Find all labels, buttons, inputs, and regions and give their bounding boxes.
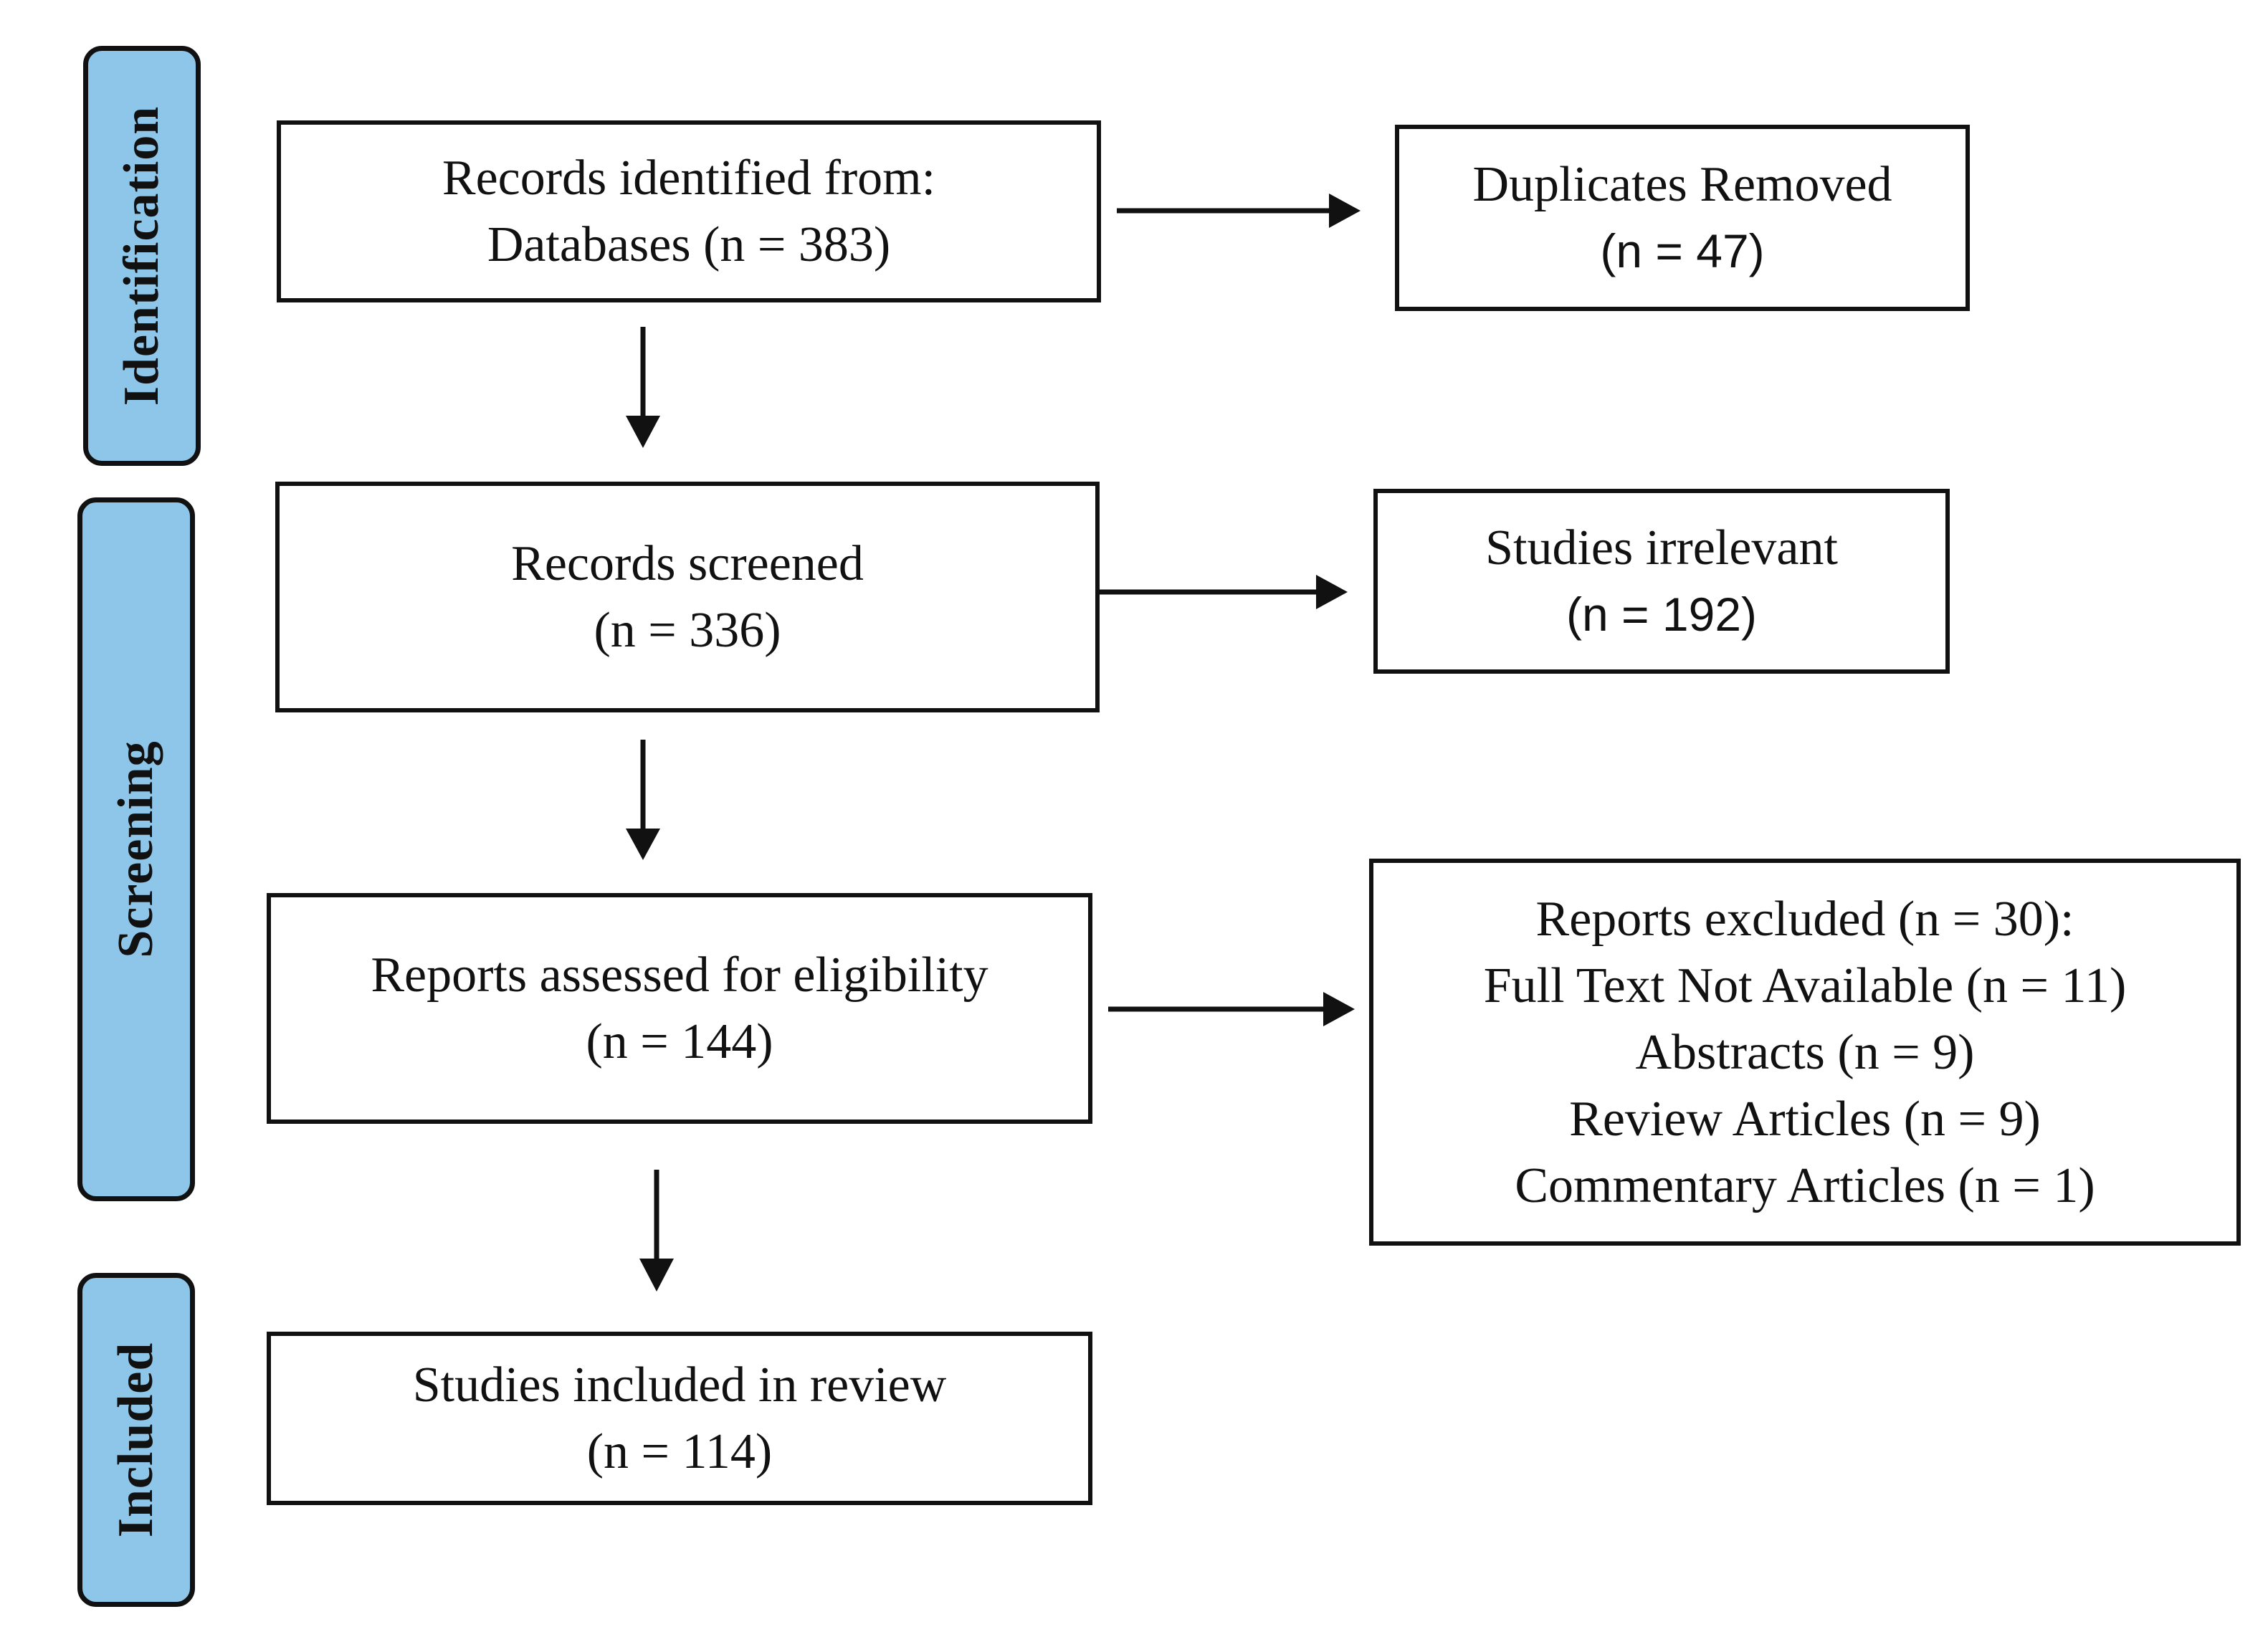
phase-included: Included [77,1273,195,1607]
arrow-down-screened-to-assessed [626,740,660,860]
reports-assessed-count: (n = 144) [586,1014,773,1069]
studies-irrelevant-box: Studies irrelevant (n = 192) [1373,489,1950,674]
reports-assessed-box: Reports assessed for eligibility (n = 14… [267,893,1092,1124]
studies-irrelevant-count: (n = 192) [1566,588,1757,641]
studies-included-heading: Studies included in review [412,1357,947,1413]
arrow-right-to-irrelevant [1100,575,1348,609]
duplicates-removed-count: (n = 47) [1600,224,1765,277]
exclusion-reason-commentary: Commentary Articles (n = 1) [1515,1157,2095,1213]
arrow-right-to-excluded [1108,992,1355,1026]
records-screened-count: (n = 336) [594,603,781,658]
exclusion-reason-review-articles: Review Articles (n = 9) [1569,1091,2041,1147]
studies-included-box: Studies included in review (n = 114) [267,1332,1092,1505]
records-screened-heading: Records screened [511,536,864,591]
records-identified-count: Databases (n = 383) [487,217,891,272]
reports-excluded-heading: Reports excluded (n = 30): [1535,891,2074,947]
studies-irrelevant-heading: Studies irrelevant [1485,520,1838,576]
arrow-down-assessed-to-included [639,1170,674,1292]
exclusion-reason-abstracts: Abstracts (n = 9) [1635,1024,1975,1080]
studies-included-count: (n = 114) [586,1424,773,1479]
phase-screening: Screening [77,497,195,1201]
reports-assessed-heading: Reports assessed for eligibility [371,948,988,1003]
reports-excluded-box: Reports excluded (n = 30): Full Text Not… [1369,859,2241,1246]
arrow-right-to-duplicates [1117,194,1361,228]
records-screened-box: Records screened (n = 336) [275,482,1100,712]
exclusion-reason-full-text: Full Text Not Available (n = 11) [1483,958,2127,1013]
arrow-down-identified-to-screened [626,327,660,448]
records-identified-box: Records identified from: Databases (n = … [277,120,1101,302]
records-identified-heading: Records identified from: [442,151,936,206]
duplicates-removed-box: Duplicates Removed (n = 47) [1395,125,1970,311]
duplicates-removed-heading: Duplicates Removed [1472,157,1892,212]
phase-identification: Identification [83,46,201,466]
